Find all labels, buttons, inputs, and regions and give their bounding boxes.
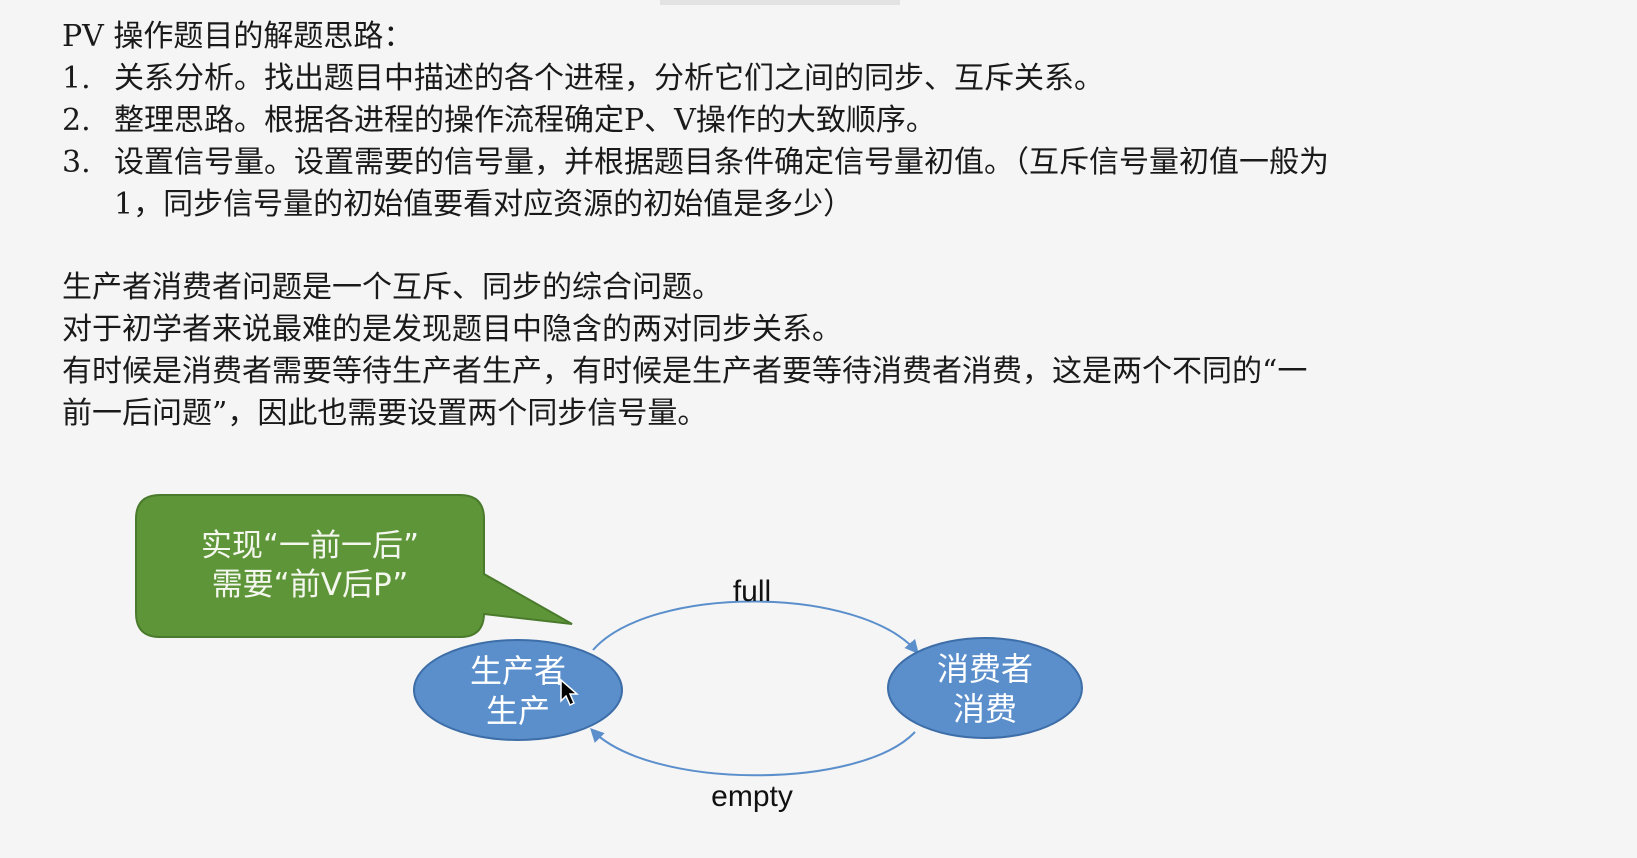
empty-label: empty [711, 780, 793, 813]
step-number: 1. [62, 61, 91, 96]
consumer-line: 消费者 [936, 650, 1033, 688]
step-item: 3. 设置信号量。设置需要的信号量，并根据题目条件确定信号量初值。（互斥信号量初… [62, 142, 1622, 184]
consumer-line: 消费 [952, 690, 1017, 728]
producer-line: 生产者 [469, 652, 566, 690]
producer-label: 生产者 生产 [436, 651, 600, 731]
step-number: 2. [62, 103, 91, 138]
paragraph: 有时候是消费者需要等待生产者生产，有时候是生产者要等待消费者消费，这是两个不同的… [62, 354, 1308, 389]
consumer-label: 消费者 消费 [903, 649, 1067, 729]
full-label: full [732, 575, 772, 608]
step-text: 整理思路。根据各进程的操作流程确定P、V操作的大致顺序。 [114, 103, 936, 138]
producer-node [413, 639, 623, 741]
callout-text: 实现“一前一后” 需要“前V后P” [146, 527, 474, 605]
top-strip [660, 0, 900, 5]
mouse-cursor-icon [560, 678, 579, 707]
paragraph: 对于初学者来说最难的是发现题目中隐含的两对同步关系。 [62, 312, 842, 347]
full-arrow [592, 600, 919, 655]
producer-line: 生产 [485, 692, 550, 730]
step-number: 3. [62, 145, 91, 180]
step-item: 1. 关系分析。找出题目中描述的各个进程，分析它们之间的同步、互斥关系。 [62, 58, 1622, 100]
text-block: PV 操作题目的解题思路： 1. 关系分析。找出题目中描述的各个进程，分析它们之… [62, 16, 1622, 435]
consumer-node [887, 637, 1083, 739]
step-text: 1，同步信号量的初始值要看对应资源的初始值是多少） [114, 187, 854, 222]
paragraph: 前一后问题”，因此也需要设置两个同步信号量。 [62, 396, 708, 431]
step-item: 2. 整理思路。根据各进程的操作流程确定P、V操作的大致顺序。 [62, 100, 1622, 142]
callout-line: 实现“一前一后” [200, 528, 420, 564]
paragraph: 生产者消费者问题是一个互斥、同步的综合问题。 [62, 270, 722, 305]
step-text: 设置信号量。设置需要的信号量，并根据题目条件确定信号量初值。（互斥信号量初值一般… [114, 145, 1329, 180]
step-item-continued: 1，同步信号量的初始值要看对应资源的初始值是多少） [62, 184, 1622, 226]
callout-line: 需要“前V后P” [211, 567, 409, 603]
heading: PV 操作题目的解题思路： [62, 19, 414, 54]
step-text: 关系分析。找出题目中描述的各个进程，分析它们之间的同步、互斥关系。 [114, 61, 1104, 96]
callout-bubble [135, 494, 573, 638]
empty-arrow [590, 727, 916, 777]
